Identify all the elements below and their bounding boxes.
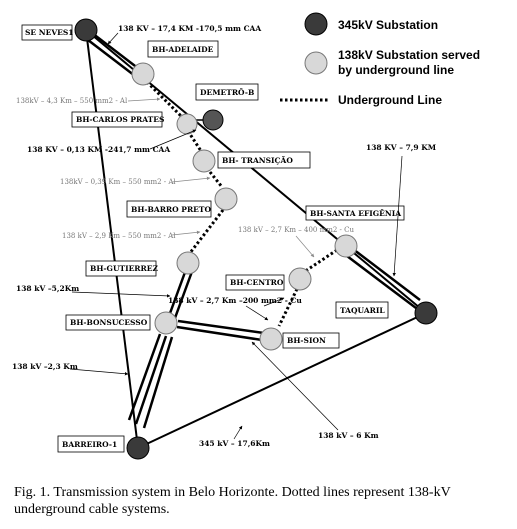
ug-efigenia-centro	[303, 248, 338, 274]
underground-lines	[145, 80, 338, 327]
legend-138-label-line1: 138kV Substation served	[338, 48, 480, 62]
annotation-a4: 138kV – 0,39 Km – 550 mm2 - Al	[60, 178, 176, 186]
annotation-a2: 138kV – 4,3 Km – 550 mm2 - Al	[16, 97, 128, 105]
legend-138-label-line2: by underground line	[338, 63, 454, 77]
annotation-a6: 138 kV – 2,7 Km – 400 mm2 - Cu	[238, 226, 354, 234]
line-bonsucesso-barreiro	[127, 333, 174, 429]
ug-transicao-barro	[208, 171, 224, 188]
legend-138-symbol	[304, 51, 328, 75]
annotation-a10: 138 kV –2,3 Km	[12, 362, 78, 371]
label-boxes: SE NEVES1 BH-ADELAIDE DEMETRÔ-B BH-CARLO…	[21, 24, 405, 453]
node-adelaide	[131, 62, 155, 86]
label-barreiro: BARREIRO-1	[62, 440, 117, 449]
annotation-a7: 138 KV – 7,9 KM	[366, 143, 436, 152]
label-barro: BH-BARRO PRETO	[131, 205, 211, 214]
node-sion	[259, 327, 283, 351]
label-gutierrez: BH-GUTIERREZ	[90, 264, 158, 273]
line-seneves-adelaide	[87, 32, 144, 80]
line-bonsucesso-sion	[176, 319, 265, 342]
annotation-a3: 138 KV – 0,13 KM -241,7 mm CAA	[27, 145, 170, 154]
label-centro: BH-CENTRO	[230, 278, 284, 287]
label-adelaide: BH-ADELAIDE	[152, 45, 214, 54]
figure-caption: Fig. 1. Transmission system in Belo Hori…	[14, 485, 451, 517]
legend-345-label: 345kV Substation	[338, 18, 438, 32]
line-barreiro-taquaril	[137, 312, 427, 449]
annotation-a8: 138 kV –5,2Km	[16, 284, 79, 293]
label-transicao: BH- TRANSIÇÃO	[222, 156, 293, 165]
label-seneves: SE NEVES1	[25, 28, 74, 37]
substations-345	[74, 18, 438, 460]
ug-centro-sion	[277, 288, 299, 327]
legend-345-symbol	[304, 12, 328, 36]
annotation-a1: 138 KV – 17,4 KM -170,5 mm CAA	[118, 24, 261, 33]
label-efigenia: BH-SANTA EFIGÊNIA	[310, 209, 401, 218]
ug-carlos-transicao	[186, 130, 203, 152]
node-demetro	[202, 109, 224, 131]
label-bonsucesso: BH-BONSUCESSO	[70, 318, 148, 327]
label-sion: BH-SION	[287, 336, 326, 345]
node-barro	[214, 187, 238, 211]
ug-barro-gutierrez	[188, 209, 225, 254]
node-taquaril	[414, 301, 438, 325]
node-centro	[288, 267, 312, 291]
annotation-a11: 345 kV – 17,6Km	[199, 439, 270, 448]
legend-underground-label: Underground Line	[338, 93, 442, 107]
annotation-a9: 138 kV – 2,7 Km –200 mm2 - Cu	[168, 296, 302, 305]
annotation-a5: 138 kV – 2,9 Km – 550 mm2 - Al	[62, 232, 176, 240]
ug-adelaide-carlos	[145, 80, 185, 120]
overhead-lines	[85, 29, 427, 449]
label-demetro: DEMETRÔ-B	[200, 88, 254, 97]
node-transicao	[192, 149, 216, 173]
label-carlos: BH-CARLOS PRATES	[76, 115, 164, 124]
node-seneves	[74, 18, 98, 42]
line-seneves-barreiro	[85, 29, 139, 449]
line-taquaril-efigenia	[342, 245, 421, 309]
legend: 345kV Substation 138kV Substation served…	[280, 12, 480, 107]
node-barreiro	[126, 436, 150, 460]
node-bonsucesso	[154, 311, 178, 335]
annotations: 138 KV – 17,4 KM -170,5 mm CAA 138kV – 4…	[12, 24, 436, 448]
node-efigenia	[334, 234, 358, 258]
label-taquaril: TAQUARIL	[340, 306, 385, 315]
annotation-a12: 138 kV – 6 Km	[318, 431, 379, 440]
substations-138	[131, 62, 358, 351]
node-gutierrez	[176, 251, 200, 275]
